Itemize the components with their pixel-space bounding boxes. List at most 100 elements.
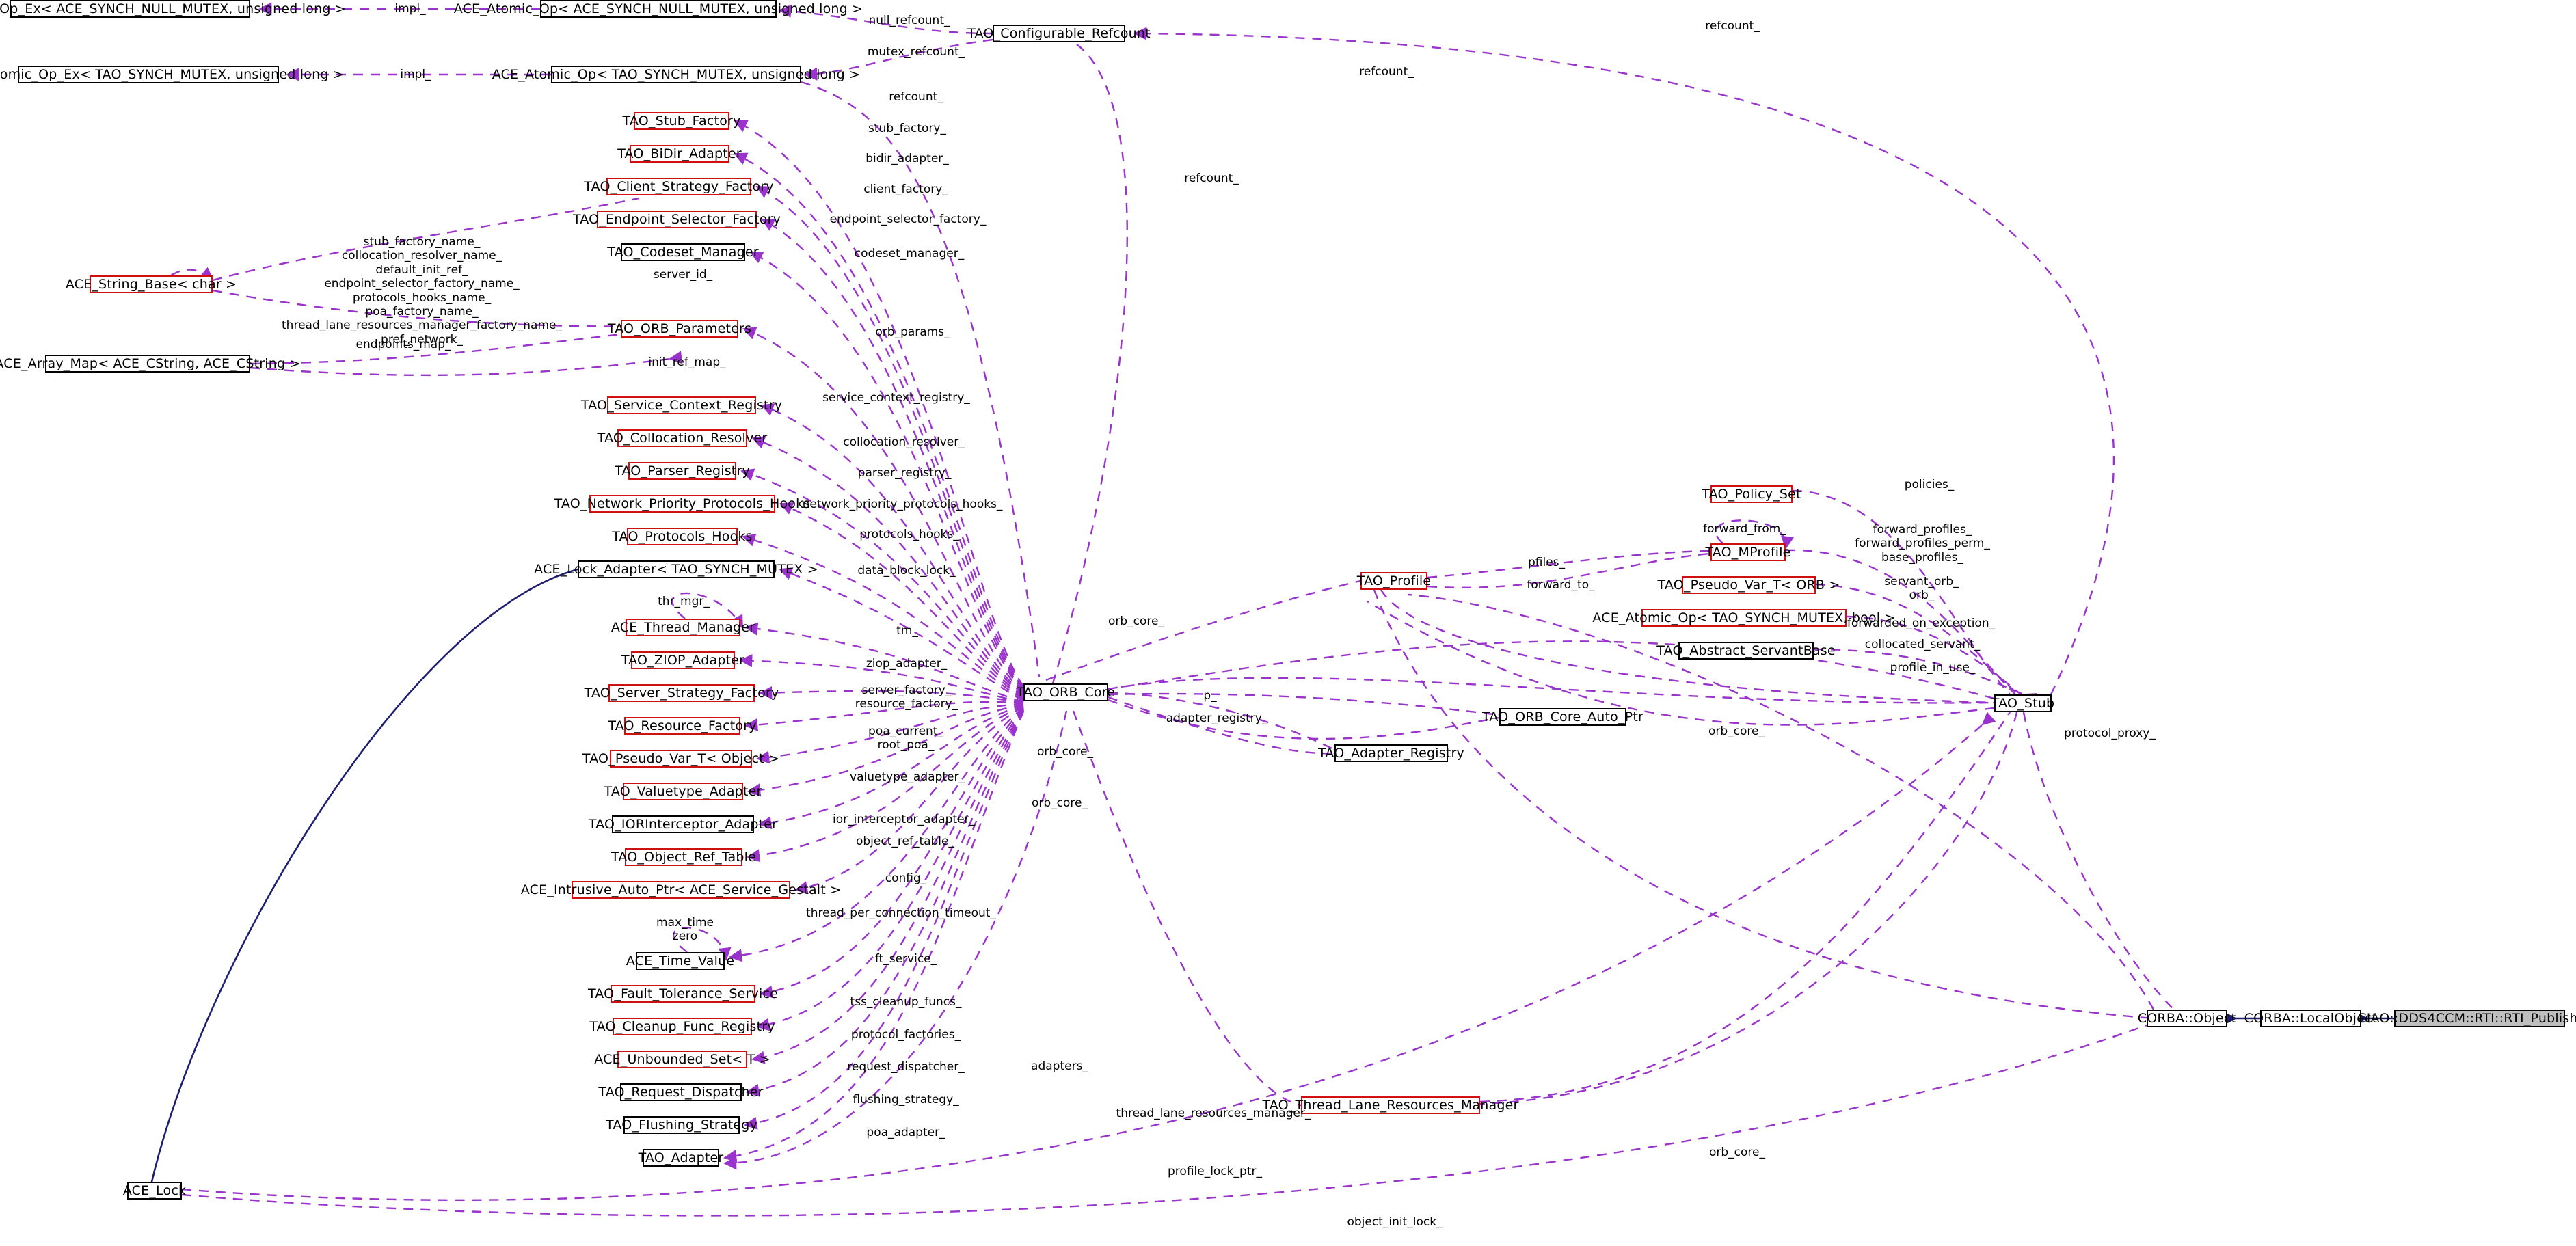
class-node-atomic_op_null[interactable]: ACE_Atomic_Op< ACE_SYNCH_NULL_MUTEX, uns… <box>454 0 863 18</box>
edge-label-protocols_hooks_l: protocols_hooks_ <box>859 528 959 541</box>
edge-label-forwarded_on_exception_l: forwarded_on_exception_ <box>1847 617 1996 630</box>
class-node-label: TAO_Pseudo_Var_T< ORB > <box>1657 577 1840 593</box>
class-node-protocols_hooks[interactable]: TAO_Protocols_Hooks <box>612 528 753 545</box>
edge-label-thread_lane_resources_manager_l: thread_lane_resources_manager_ <box>1116 1107 1311 1120</box>
class-node-label: CIAO::DDS4CCM::RTI::RTI_Publisher_i <box>2357 1010 2576 1026</box>
class-node-parser_registry[interactable]: TAO_Parser_Registry <box>615 462 750 480</box>
class-node-policy_set[interactable]: TAO_Policy_Set <box>1702 485 1801 503</box>
class-node-mprofile[interactable]: TAO_MProfile <box>1705 543 1790 561</box>
class-node-thread_lane_resources_manager[interactable]: TAO_Thread_Lane_Resources_Manager <box>1262 1096 1518 1114</box>
edge-label-string_names_l: stub_factory_name_ collocation_resolver_… <box>282 235 562 347</box>
class-node-ace_lock[interactable]: ACE_Lock <box>123 1182 186 1200</box>
class-node-thread_manager[interactable]: ACE_Thread_Manager <box>611 619 755 636</box>
class-node-network_priority_protocols_hooks[interactable]: TAO_Network_Priority_Protocols_Hooks <box>554 495 810 513</box>
edge-label-network_priority_l: network_priority_protocols_hooks_ <box>802 498 1003 511</box>
class-node-atomic_op_ex_null[interactable]: ACE_Atomic_Op_Ex< ACE_SYNCH_NULL_MUTEX, … <box>0 0 346 18</box>
class-node-endpoint_selector_factory[interactable]: TAO_Endpoint_Selector_Factory <box>573 211 781 228</box>
class-node-label: ACE_Thread_Manager <box>611 619 755 635</box>
class-node-cleanup_func_registry[interactable]: TAO_Cleanup_Func_Registry <box>589 1018 775 1035</box>
class-node-bidir_adapter[interactable]: TAO_BiDir_Adapter <box>617 145 742 163</box>
class-node-atomic_op_ex_tao[interactable]: ACE_Atomic_Op_Ex< TAO_SYNCH_MUTEX, unsig… <box>0 66 344 83</box>
edge-label-null_refcount: null_refcount_ <box>868 14 950 27</box>
class-node-pseudo_var_object[interactable]: TAO_Pseudo_Var_T< Object > <box>582 750 779 768</box>
class-node-label: ACE_Time_Value <box>626 953 735 969</box>
edge-label-stub_factory_l: stub_factory_ <box>868 122 946 135</box>
class-node-label: TAO_Adapter_Registry <box>1318 745 1464 761</box>
edge-label-server_factory_l: server_factory_ resource_factory_ <box>855 683 958 712</box>
class-node-label: ACE_Atomic_Op< TAO_SYNCH_MUTEX, bool > <box>1592 610 1896 625</box>
class-node-label: TAO_ORB_Core <box>1016 684 1116 700</box>
edge-label-impl1: impl_ <box>394 2 426 16</box>
class-node-resource_factory[interactable]: TAO_Resource_Factory <box>608 717 756 735</box>
class-node-atomic_op_bool[interactable]: ACE_Atomic_Op< TAO_SYNCH_MUTEX, bool > <box>1592 609 1895 627</box>
edge-label-pfiles_l: pfiles_ <box>1527 556 1566 569</box>
edge-label-object_ref_table_l: object_ref_table_ <box>855 835 955 848</box>
class-node-label: TAO_Profile <box>1356 573 1432 588</box>
class-node-profile[interactable]: TAO_Profile <box>1357 572 1431 590</box>
class-node-time_value[interactable]: ACE_Time_Value <box>626 952 734 970</box>
class-node-label: TAO_ORB_Core_Auto_Ptr <box>1482 709 1643 724</box>
class-node-label: TAO_Network_Priority_Protocols_Hooks <box>554 496 811 511</box>
class-node-adapter[interactable]: TAO_Adapter <box>639 1149 723 1167</box>
class-node-client_strategy_factory[interactable]: TAO_Client_Strategy_Factory <box>584 178 774 195</box>
class-node-orb_core[interactable]: TAO_ORB_Core <box>1017 683 1115 701</box>
class-node-label: TAO_Abstract_ServantBase <box>1656 642 1836 658</box>
class-node-ziop_adapter[interactable]: TAO_ZIOP_Adapter <box>621 651 744 669</box>
class-node-intrusive_auto_ptr[interactable]: ACE_Intrusive_Auto_Ptr< ACE_Service_Gest… <box>521 881 841 899</box>
class-node-array_map[interactable]: ACE_Array_Map< ACE_CString, ACE_CString … <box>0 355 300 373</box>
class-node-iorinterceptor_adapter[interactable]: TAO_IORInterceptor_Adapter <box>589 815 777 833</box>
edge-label-ior_interceptor_adapter_l: ior_interceptor_adapter_ <box>832 813 976 826</box>
class-node-rti_publisher[interactable]: CIAO::DDS4CCM::RTI::RTI_Publisher_i <box>2357 1010 2576 1027</box>
class-node-label: TAO_MProfile <box>1705 544 1791 560</box>
class-node-atomic_op_tao[interactable]: ACE_Atomic_Op< TAO_SYNCH_MUTEX, unsigned… <box>492 66 860 83</box>
class-node-label: ACE_Lock_Adapter< TAO_SYNCH_MUTEX > <box>534 561 818 577</box>
edge-label-service_context_registry_l: service_context_registry_ <box>822 391 970 405</box>
class-node-configurable_refcount[interactable]: TAO_Configurable_Refcount <box>967 25 1151 42</box>
class-node-corba_object[interactable]: CORBA::Object <box>2138 1010 2236 1027</box>
edge-label-mutex_refcount: mutex_refcount_ <box>867 45 965 59</box>
class-node-pseudo_var_orb[interactable]: TAO_Pseudo_Var_T< ORB > <box>1658 576 1840 594</box>
edge-label-forward_to_l: forward_to_ <box>1527 578 1595 592</box>
class-node-orb_parameters[interactable]: TAO_ORB_Parameters <box>608 320 751 338</box>
class-node-label: TAO_Collocation_Resolver <box>597 430 768 446</box>
edge-label-orb_core_ap_l: orb_core_ <box>1031 796 1088 810</box>
edge-label-bidir_adapter_l: bidir_adapter_ <box>866 152 949 165</box>
class-node-label: CORBA::Object <box>2137 1010 2237 1026</box>
class-node-label: TAO_Client_Strategy_Factory <box>584 178 774 194</box>
class-node-label: TAO_Thread_Lane_Resources_Manager <box>1262 1097 1519 1113</box>
class-node-adapter_registry[interactable]: TAO_Adapter_Registry <box>1318 744 1464 762</box>
class-node-codeset_manager[interactable]: TAO_Codeset_Manager <box>607 243 759 261</box>
class-node-lock_adapter[interactable]: ACE_Lock_Adapter< TAO_SYNCH_MUTEX > <box>534 560 818 578</box>
class-node-label: TAO_ZIOP_Adapter <box>621 652 745 668</box>
edge-label-orb_core_profile_l: orb_core_ <box>1108 614 1165 628</box>
class-node-label: TAO_Policy_Set <box>1702 486 1801 502</box>
class-node-label: TAO_Fault_Tolerance_Service <box>587 986 779 1001</box>
edge-label-data_block_lock_l: data_block_lock_ <box>857 564 956 578</box>
class-node-label: TAO_ORB_Parameters <box>607 321 752 336</box>
class-node-abstract_servant_base[interactable]: TAO_Abstract_ServantBase <box>1656 642 1836 660</box>
class-node-fault_tolerance_service[interactable]: TAO_Fault_Tolerance_Service <box>588 985 778 1003</box>
edge-label-valuetype_adapter_l: valuetype_adapter_ <box>850 770 965 784</box>
class-node-string_base[interactable]: ACE_String_Base< char > <box>66 275 237 293</box>
class-node-valuetype_adapter[interactable]: TAO_Valuetype_Adapter <box>604 783 762 800</box>
class-node-stub_factory[interactable]: TAO_Stub_Factory <box>623 112 740 130</box>
class-node-flushing_strategy[interactable]: TAO_Flushing_Strategy <box>606 1116 757 1134</box>
class-node-unbounded_set[interactable]: ACE_Unbounded_Set< T > <box>594 1051 770 1068</box>
class-node-stub[interactable]: TAO_Stub <box>1991 694 2055 712</box>
edge-label-refcount_top: refcount_ <box>1705 19 1760 33</box>
class-node-service_context_registry[interactable]: TAO_Service_Context_Registry <box>581 396 782 414</box>
edge-label-refcount_low: refcount_ <box>1184 172 1239 185</box>
edge-label-orb_core_stub_l: orb_core_ <box>1708 724 1765 738</box>
class-node-request_dispatcher[interactable]: TAO_Request_Dispatcher <box>598 1083 763 1101</box>
edge-label-flushing_strategy_l: flushing_strategy_ <box>853 1093 959 1107</box>
class-node-object_ref_table[interactable]: TAO_Object_Ref_Table <box>611 848 756 866</box>
class-node-server_strategy_factory[interactable]: TAO_Server_Strategy_Factory <box>585 684 779 702</box>
class-node-corba_localobject[interactable]: CORBA::LocalObject <box>2244 1010 2377 1027</box>
class-node-label: ACE_Array_Map< ACE_CString, ACE_CString … <box>0 355 301 371</box>
class-node-label: TAO_Stub_Factory <box>622 113 741 128</box>
edge-label-request_dispatcher_l: request_dispatcher_ <box>847 1060 965 1074</box>
class-node-label: TAO_Stub <box>1991 695 2055 711</box>
class-node-collocation_resolver[interactable]: TAO_Collocation_Resolver <box>598 429 767 447</box>
class-node-orb_core_auto_ptr[interactable]: TAO_ORB_Core_Auto_Ptr <box>1482 708 1643 726</box>
